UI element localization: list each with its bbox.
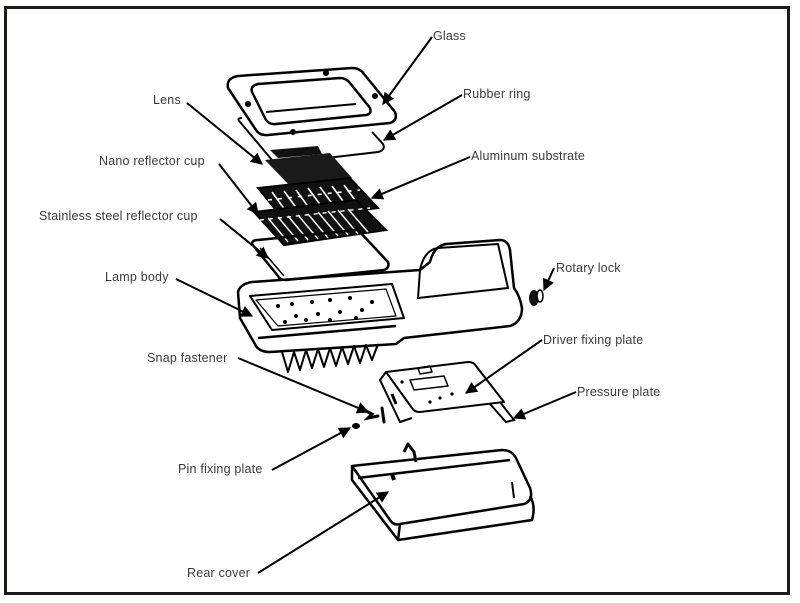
glass-part bbox=[226, 66, 398, 137]
label-rubber-ring: Rubber ring bbox=[463, 87, 531, 101]
label-glass: Glass bbox=[433, 29, 466, 43]
leader-lines bbox=[175, 36, 577, 574]
leader-rubber-ring bbox=[382, 94, 463, 141]
leader-stainless-steel-reflector-cup bbox=[219, 218, 269, 259]
pin-fixing-plate-part bbox=[352, 423, 360, 429]
leader-lens bbox=[186, 102, 263, 165]
rotary-lock-part bbox=[529, 289, 544, 306]
label-snap-fastener: Snap fastener bbox=[147, 351, 228, 365]
label-pressure-plate: Pressure plate bbox=[577, 385, 661, 399]
label-rear-cover: Rear cover bbox=[187, 566, 251, 580]
leader-driver-fixing-plate bbox=[465, 339, 543, 394]
label-pin-fixing-plate: Pin fixing plate bbox=[178, 462, 263, 476]
lamp-body-part bbox=[236, 238, 524, 373]
label-lamp-body: Lamp body bbox=[105, 270, 169, 284]
leader-nano-reflector-cup bbox=[218, 163, 259, 215]
label-driver-fixing-plate: Driver fixing plate bbox=[543, 333, 644, 347]
snap-fastener-part bbox=[362, 406, 386, 424]
leader-rotary-lock bbox=[543, 267, 555, 292]
leader-lamp-body bbox=[175, 278, 254, 317]
lens-part bbox=[265, 146, 352, 186]
label-lens: Lens bbox=[153, 93, 181, 107]
leader-glass bbox=[382, 36, 433, 105]
leader-pressure-plate bbox=[512, 391, 577, 420]
label-rotary-lock: Rotary lock bbox=[556, 261, 621, 275]
leader-rear-cover bbox=[257, 491, 390, 574]
leader-snap-fastener bbox=[237, 357, 370, 414]
label-stainless-steel-reflector-cup: Stainless steel reflector cup bbox=[39, 209, 198, 223]
label-aluminum-substrate: Aluminum substrate bbox=[471, 149, 586, 163]
pressure-plate-part bbox=[489, 401, 516, 424]
label-nano-reflector-cup: Nano reflector cup bbox=[99, 154, 205, 168]
leader-pin-fixing-plate bbox=[271, 427, 352, 471]
driver-fixing-plate-part bbox=[379, 361, 505, 423]
leader-aluminum-substrate bbox=[370, 156, 471, 200]
rear-cover-part bbox=[350, 442, 535, 542]
